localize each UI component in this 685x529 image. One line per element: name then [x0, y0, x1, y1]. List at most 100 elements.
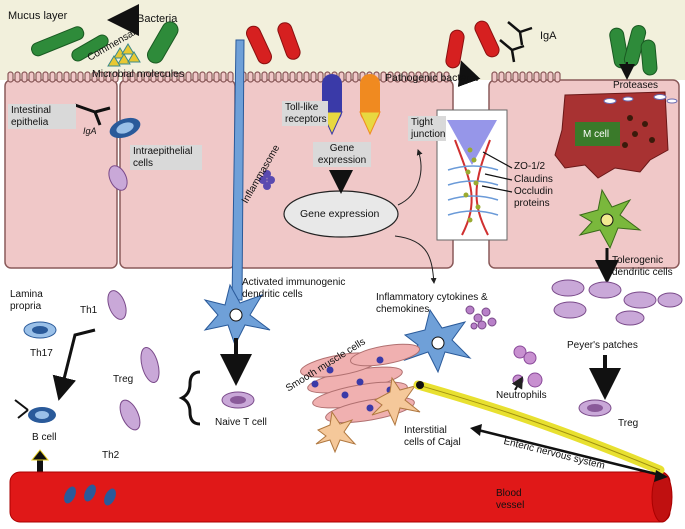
lamina-propria-cell [23, 321, 57, 339]
microvillus [136, 71, 143, 83]
microvillus [35, 71, 42, 83]
treg-right-label: Treg [618, 418, 639, 429]
naive-t-cell [221, 391, 255, 409]
microvillus [21, 71, 28, 83]
microvillus [98, 71, 105, 83]
iga-left-symbol [74, 103, 111, 126]
cytokine-particles [465, 305, 497, 330]
proteases-label: Proteases [613, 80, 659, 91]
m-cell-label-box [575, 122, 620, 146]
inflammatory-cytokines-label: Inflammatory cytokines & chemokines [376, 292, 488, 315]
microvillus [422, 71, 429, 83]
microvillus [415, 71, 422, 83]
zo-pointer [482, 151, 513, 169]
microvillus [91, 71, 98, 83]
curly-brace [178, 370, 201, 426]
activated-dc-label: Activated immunogenic dendritic cells [242, 277, 346, 300]
microvillus [296, 71, 303, 83]
microvillus [63, 71, 70, 83]
microvillus [254, 71, 261, 83]
gene-expression-label: Gene expression [313, 142, 371, 167]
microvillus [352, 71, 359, 83]
toll-like-receptors-label: Toll-like receptors [282, 101, 328, 126]
microvillus [261, 71, 268, 83]
microbial-molecules-icon [107, 43, 141, 67]
microvillus [220, 71, 227, 83]
microvillus [42, 71, 49, 83]
microvillus [401, 71, 408, 83]
microvillus [345, 71, 352, 83]
microvillus [547, 71, 554, 83]
iga-left-label: IgA [83, 126, 97, 136]
microvillus [533, 71, 540, 83]
th17-label: Th17 [30, 348, 53, 359]
microvillus [380, 71, 387, 83]
microvillus [519, 71, 526, 83]
iga-top-symbols [499, 21, 533, 63]
microvillus [303, 71, 310, 83]
occludin-pointer [481, 185, 513, 193]
intraepithelial-cell-2 [108, 165, 128, 191]
treg-right-cell [578, 399, 612, 417]
microvillus [310, 71, 317, 83]
microvillus [150, 71, 157, 83]
b-cell [14, 399, 56, 423]
t-cells-left [107, 290, 160, 431]
claudins-label: Claudins [514, 174, 553, 185]
microvillus [282, 71, 289, 83]
microvillus [512, 71, 519, 83]
claudin-pointer [484, 173, 513, 181]
gene-expression-ellipse-label: Gene expression [300, 208, 380, 220]
microvillus [554, 71, 561, 83]
microvillus [505, 71, 512, 83]
pathogenic-bacteria [246, 20, 500, 69]
tight-junction-cone [447, 120, 497, 165]
microvillus [157, 71, 164, 83]
microvillus [178, 71, 185, 83]
microvillus [498, 71, 505, 83]
microvillus [213, 71, 220, 83]
th2-label: Th2 [102, 450, 120, 461]
microvillus [275, 71, 282, 83]
pathogenic-arrow [457, 60, 481, 88]
peyers-patches-label: Peyer's patches [567, 340, 638, 351]
to-cytokines-arrow [394, 235, 437, 284]
tolerogenic-dc-label: Tolerogenic dendritic cells [612, 255, 673, 278]
treg-left-label: Treg [113, 374, 134, 385]
microvillus [7, 71, 14, 83]
microvillus [28, 71, 35, 83]
intraepithelial-cell-1 [109, 117, 141, 139]
m-cell-label: M cell [583, 129, 610, 140]
microvillus [227, 71, 234, 83]
pathogenic-bacteria-label: Pathogenic bacteria [385, 72, 478, 84]
microvillus [436, 71, 443, 83]
neutrophil-arrow [511, 376, 524, 391]
microvillus [540, 71, 547, 83]
microvillus [185, 71, 192, 83]
microvillus [56, 71, 63, 83]
commensal-bacteria [31, 21, 658, 76]
th1-label: Th1 [80, 305, 98, 316]
enteric-arrow-line [477, 428, 661, 477]
intestinal-epithelia-label: Intestinal epithelia [8, 104, 76, 129]
microvillus [49, 71, 56, 83]
microvillus [70, 71, 77, 83]
m-cell-particles [622, 115, 655, 148]
microvillus [199, 71, 206, 83]
microvillus [206, 71, 213, 83]
microvillus [143, 71, 150, 83]
zo-label: ZO-1/2 [514, 161, 546, 172]
to-b-cell-arrow [52, 328, 96, 401]
microvillus [112, 71, 119, 83]
tight-junction-label: Tight junction [408, 116, 446, 141]
microvillus [164, 71, 171, 83]
microvillus [14, 71, 21, 83]
inflammatory-dendritic-cell [403, 308, 472, 374]
microvillus [192, 71, 199, 83]
toll-like-receptor-orange [359, 74, 381, 136]
protease-particles [603, 94, 678, 104]
microvillus [491, 71, 498, 83]
microvillus [247, 71, 254, 83]
